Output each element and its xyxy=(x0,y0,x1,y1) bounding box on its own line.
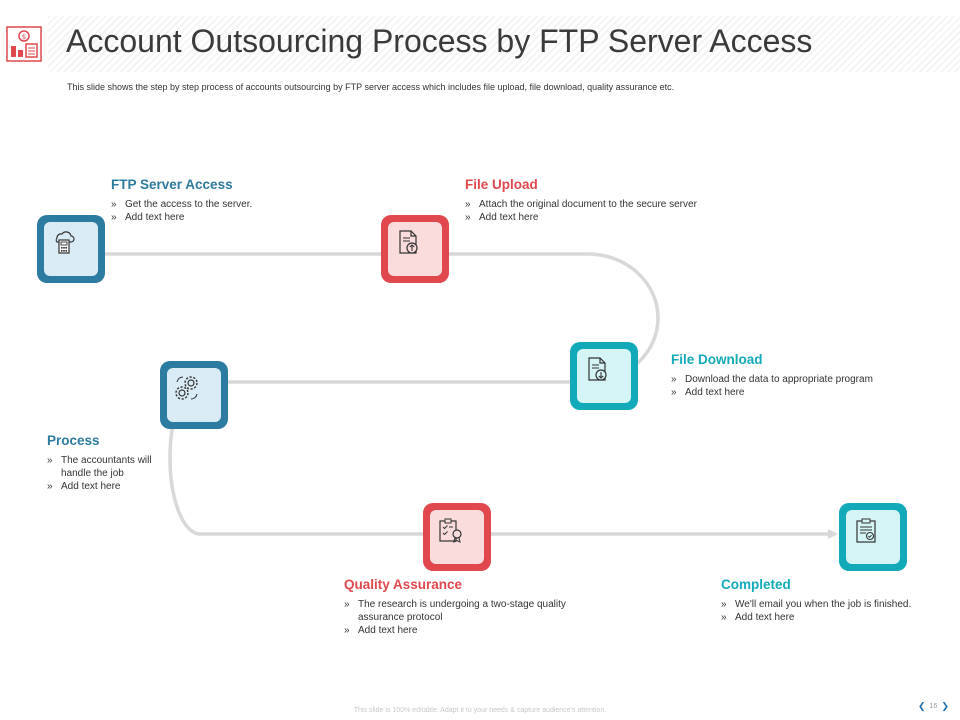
pager: ❮16❯ xyxy=(918,701,949,712)
svg-text:$: $ xyxy=(22,33,26,41)
step-quality-assurance-icon-box xyxy=(423,503,491,571)
step-bullet: Get the access to the server. xyxy=(111,198,371,211)
certificate-icon xyxy=(439,518,462,543)
flow-arrow-head xyxy=(828,529,838,539)
step-quality-assurance: Quality Assurance The research is underg… xyxy=(344,577,574,637)
step-file-download: File Download Download the data to appro… xyxy=(671,352,931,399)
gears-icon xyxy=(175,376,198,400)
step-completed-icon-box xyxy=(839,503,907,571)
chevron-right-icon[interactable]: ❯ xyxy=(941,701,949,712)
page-number: 16 xyxy=(929,703,938,711)
step-completed: Completed We'll email you when the job i… xyxy=(721,577,951,624)
page-subtitle: This slide shows the step by step proces… xyxy=(67,82,675,92)
step-bullet: Add text here xyxy=(465,211,765,224)
step-bullet: Add text here xyxy=(671,386,931,399)
step-bullet: Attach the original document to the secu… xyxy=(465,198,765,211)
step-bullet: Add text here xyxy=(47,480,172,493)
step-bullet: We'll email you when the job is finished… xyxy=(721,598,951,611)
step-bullet: Add text here xyxy=(721,611,951,624)
step-title: Quality Assurance xyxy=(344,577,463,592)
clipboard-check-icon xyxy=(856,518,876,543)
step-process: Process The accountants will handle the … xyxy=(47,433,172,493)
step-bullet: Add text here xyxy=(344,624,574,637)
chevron-left-icon[interactable]: ❮ xyxy=(918,701,926,712)
step-bullet: The accountants will handle the job xyxy=(47,454,172,480)
file-upload-icon xyxy=(399,230,418,254)
file-download-icon xyxy=(588,357,607,381)
step-title: FTP Server Access xyxy=(111,177,233,192)
footer-note: This slide is 100% editable. Adapt it to… xyxy=(353,707,607,714)
step-ftp-server-access: FTP Server Access Get the access to the … xyxy=(111,177,371,224)
step-file-upload: File Upload Attach the original document… xyxy=(465,177,765,224)
step-process-icon-box xyxy=(160,361,228,429)
step-title: File Download xyxy=(671,352,763,367)
step-title: Process xyxy=(47,433,100,448)
cloud-calculator-icon xyxy=(55,231,75,254)
step-title: File Upload xyxy=(465,177,538,192)
page-title: Account Outsourcing Process by FTP Serve… xyxy=(66,23,813,59)
step-bullet: Add text here xyxy=(111,211,371,224)
step-ftp-server-access-icon-box xyxy=(37,215,105,283)
step-bullet: Download the data to appropriate program xyxy=(671,373,931,386)
step-file-download-icon-box xyxy=(570,342,638,410)
header-band xyxy=(48,16,960,72)
step-title: Completed xyxy=(721,577,791,592)
step-bullet: The research is undergoing a two-stage q… xyxy=(344,598,574,624)
accounting-logo-icon: $ xyxy=(6,26,42,62)
step-file-upload-icon-box xyxy=(381,215,449,283)
